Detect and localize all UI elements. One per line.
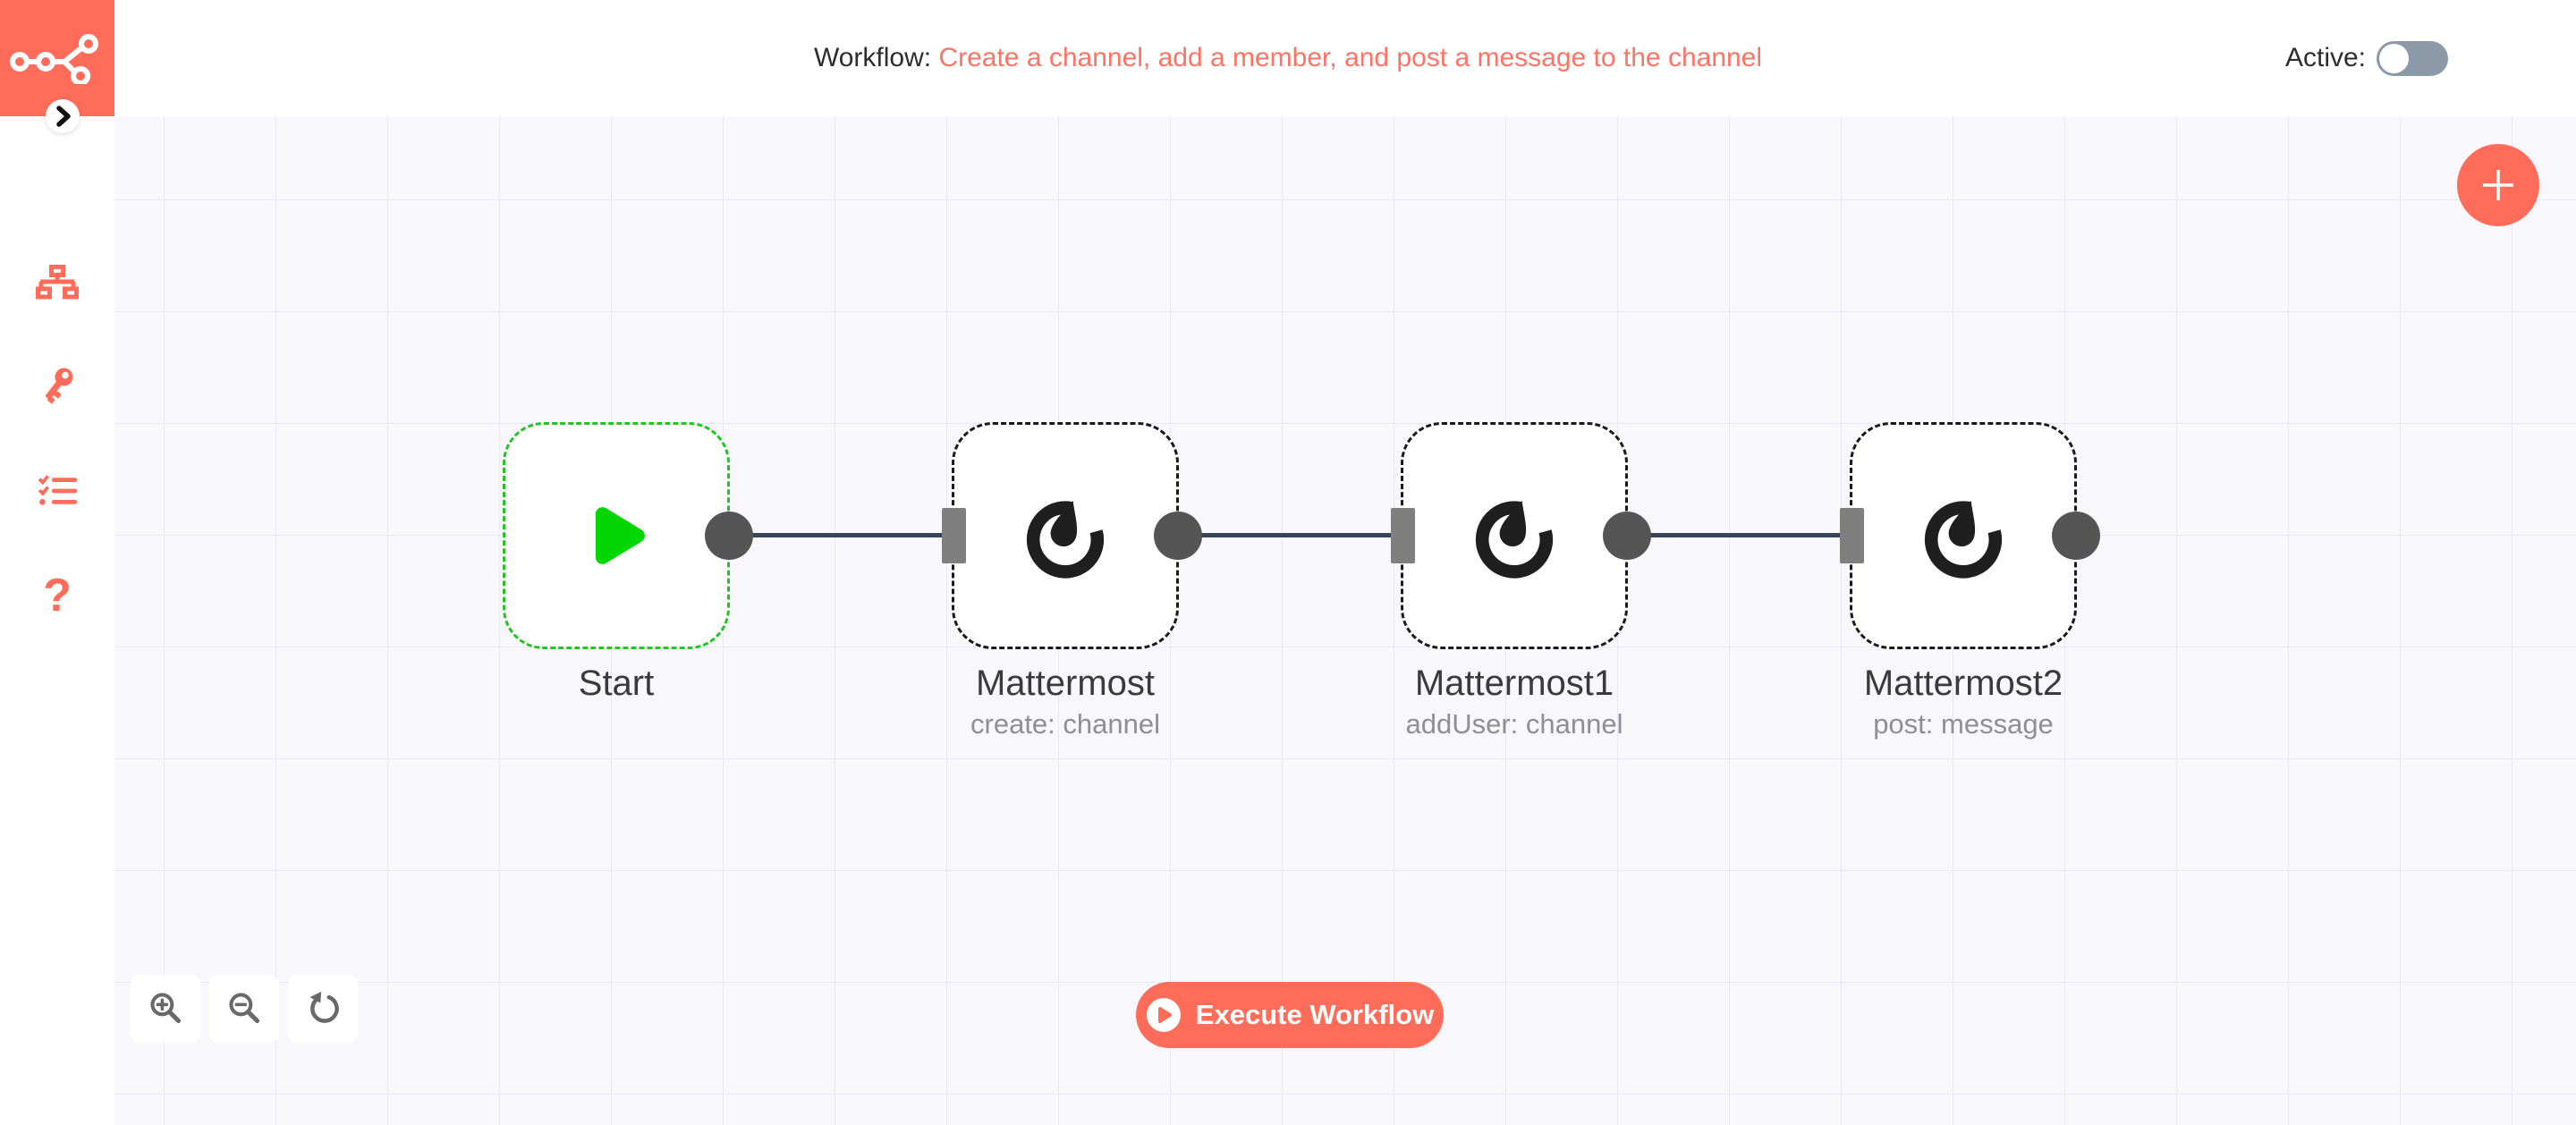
input-port[interactable]	[1391, 508, 1415, 563]
node-box[interactable]	[503, 422, 753, 649]
chevron-right-icon	[46, 99, 80, 133]
toggle-knob	[2379, 43, 2409, 73]
node-box[interactable]	[1840, 422, 2100, 649]
zoom-reset-icon	[305, 990, 341, 1028]
sidebar: ?	[0, 116, 114, 1125]
execute-play-icon	[1146, 997, 1182, 1033]
workflow-canvas[interactable]: Execute Workflow Start Mattermost create…	[114, 116, 2576, 1125]
executions-checklist-icon	[37, 474, 78, 512]
connection-line	[726, 533, 955, 537]
input-port[interactable]	[1840, 508, 1864, 563]
workflows-sitemap-icon	[36, 265, 79, 309]
sidebar-item-workflows[interactable]	[0, 265, 114, 309]
connection-line	[1624, 533, 1853, 537]
output-port[interactable]	[705, 512, 753, 560]
zoom-in-icon	[148, 990, 183, 1028]
active-label: Active:	[2284, 43, 2366, 72]
sidebar-collapse-button[interactable]	[46, 99, 80, 133]
app-logo	[0, 0, 114, 116]
output-port[interactable]	[2052, 512, 2100, 560]
input-port[interactable]	[942, 508, 966, 563]
connection-line	[1175, 533, 1404, 537]
node-box[interactable]	[942, 422, 1202, 649]
node-subtitle: addUser: channel	[1405, 708, 1623, 740]
active-toggle[interactable]	[2377, 40, 2448, 76]
workflow-node-mattermost[interactable]: Mattermost create: channel	[942, 422, 1202, 740]
mattermost-icon	[1464, 486, 1564, 586]
zoom-out-icon	[226, 990, 262, 1028]
workflow-title: Workflow: Create a channel, add a member…	[0, 0, 2576, 116]
node-name: Mattermost1	[1414, 664, 1614, 703]
plus-icon	[2477, 164, 2520, 207]
node-subtitle: create: channel	[970, 708, 1160, 740]
help-question-mark-icon: ?	[43, 570, 72, 622]
header-bar: Workflow: Create a channel, add a member…	[0, 0, 2576, 116]
mattermost-icon	[1015, 486, 1115, 586]
zoom-controls	[131, 975, 358, 1043]
node-subtitle: post: message	[1873, 708, 2054, 740]
output-port[interactable]	[1603, 512, 1651, 560]
sidebar-item-executions[interactable]	[0, 474, 114, 512]
credentials-key-icon	[36, 364, 79, 411]
workflow-title-text: Create a channel, add a member, and post…	[938, 43, 1763, 72]
n8n-nodes-logo-icon	[0, 34, 114, 84]
play-icon	[567, 486, 665, 585]
execute-workflow-button[interactable]: Execute Workflow	[1136, 982, 1444, 1048]
add-node-button[interactable]	[2457, 144, 2539, 226]
node-name: Mattermost	[975, 664, 1156, 703]
execute-workflow-label: Execute Workflow	[1195, 999, 1435, 1030]
workflow-node-mattermost2[interactable]: Mattermost2 post: message	[1840, 422, 2100, 740]
sidebar-item-credentials[interactable]	[0, 364, 114, 411]
workflow-title-label: Workflow:	[813, 43, 932, 72]
sidebar-item-help[interactable]: ?	[0, 571, 114, 621]
zoom-out-button[interactable]	[209, 975, 279, 1043]
node-name: Mattermost2	[1863, 664, 2063, 703]
output-port[interactable]	[1154, 512, 1202, 560]
node-name: Start	[578, 664, 655, 703]
zoom-reset-button[interactable]	[288, 975, 358, 1043]
node-box[interactable]	[1391, 422, 1651, 649]
active-control: Active:	[2285, 0, 2448, 116]
workflow-node-mattermost1[interactable]: Mattermost1 addUser: channel	[1391, 422, 1651, 740]
mattermost-icon	[1913, 486, 2013, 586]
workflow-node-start[interactable]: Start	[503, 422, 753, 703]
zoom-in-button[interactable]	[131, 975, 200, 1043]
